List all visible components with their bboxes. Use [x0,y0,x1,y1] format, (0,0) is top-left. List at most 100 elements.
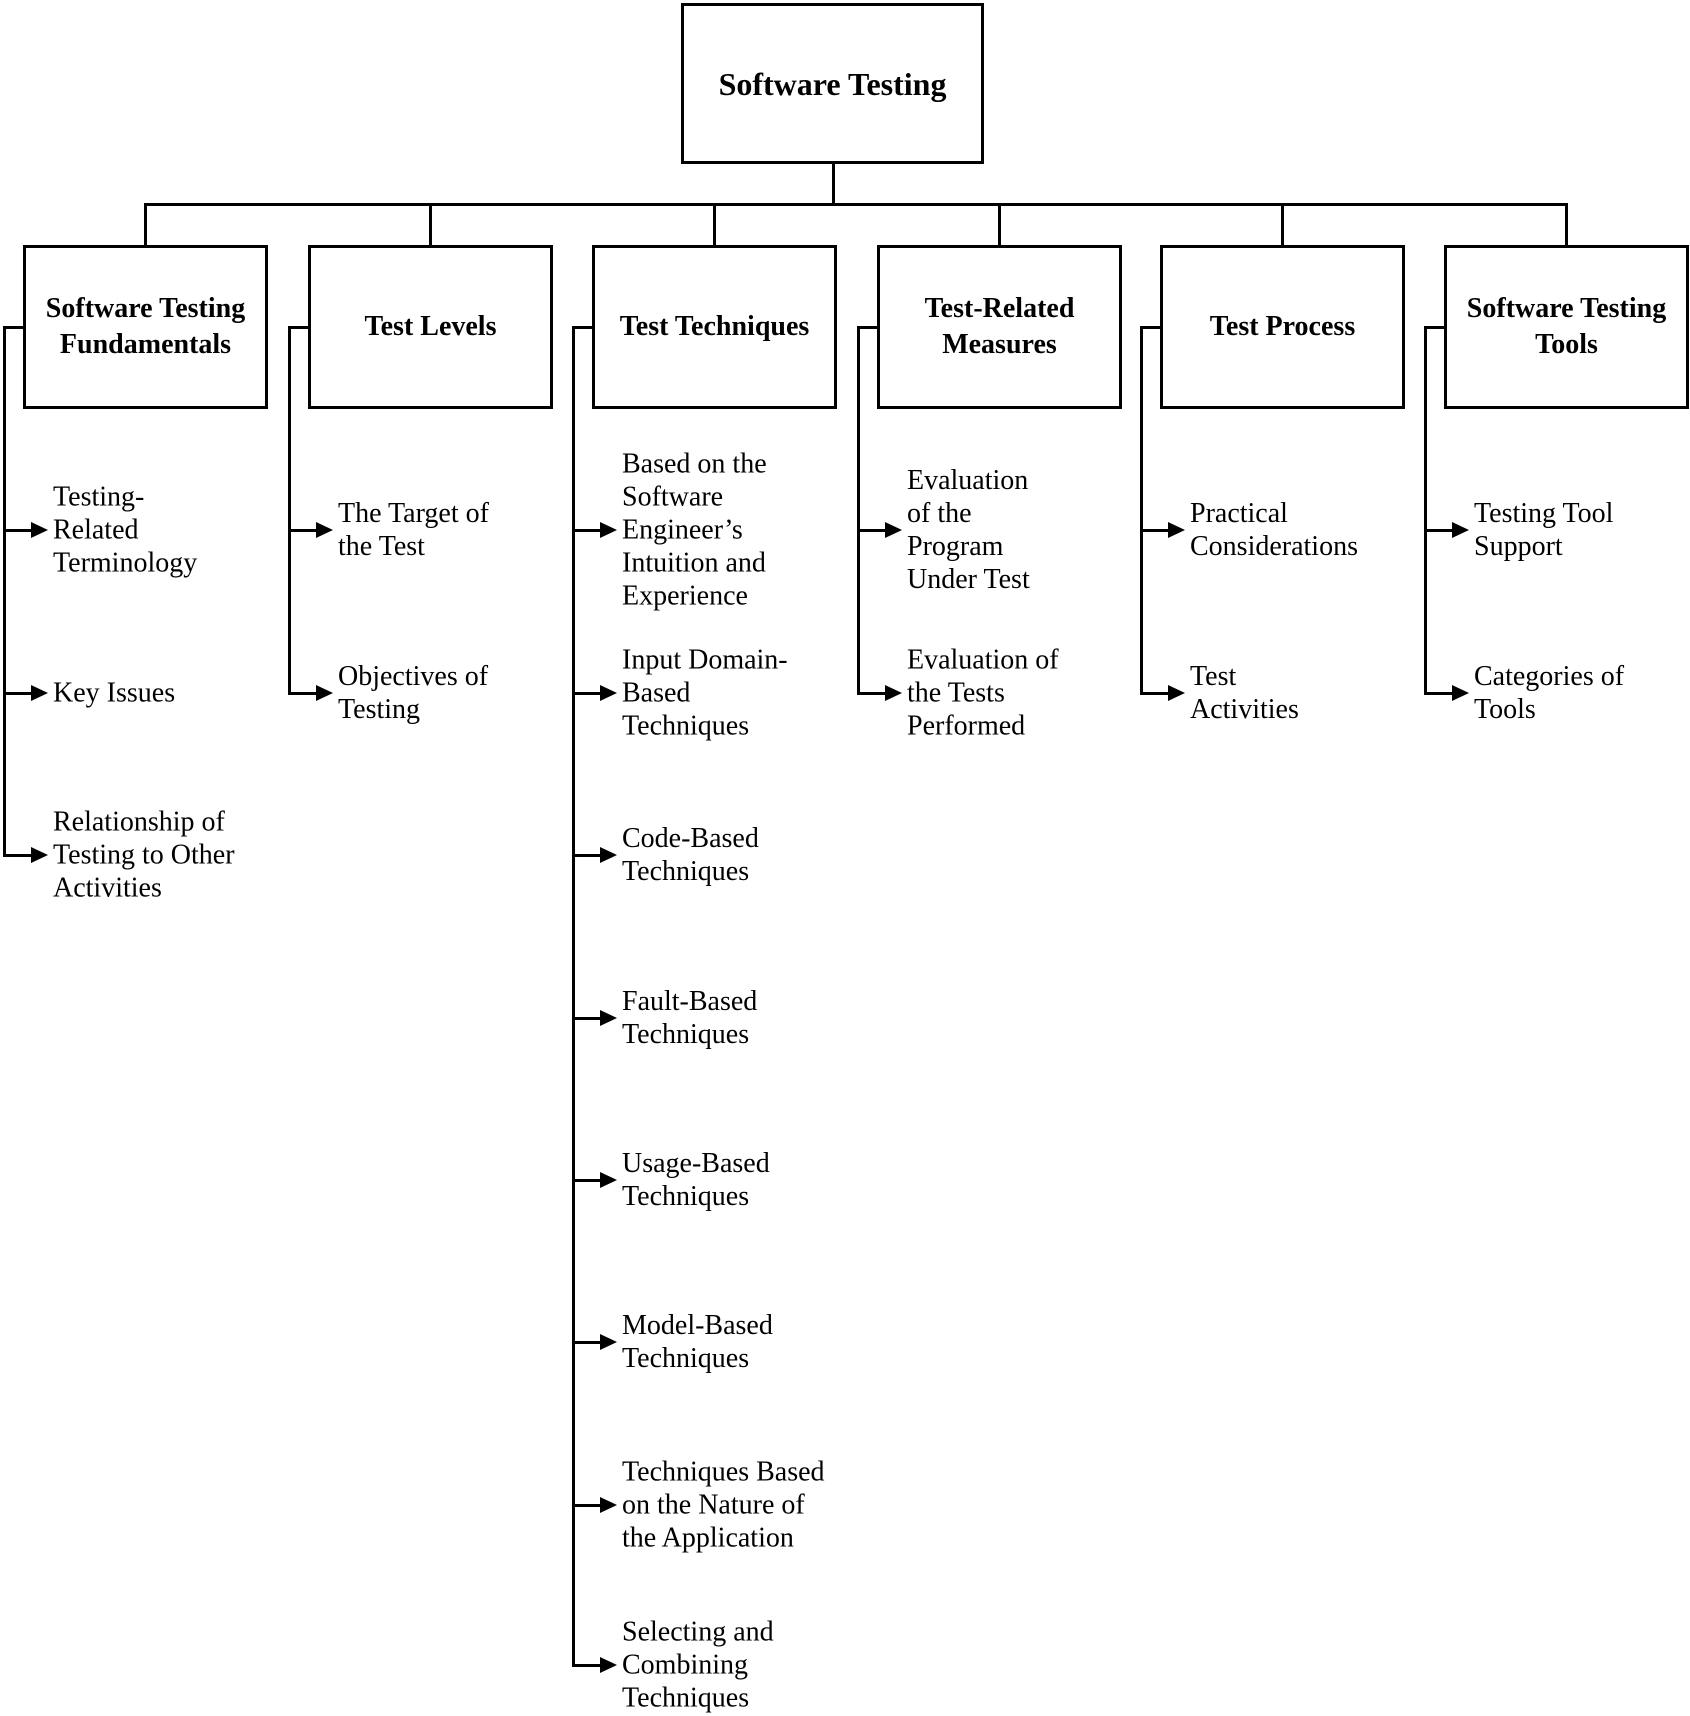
arrow-head-icon-objectives-of-testing [316,685,333,701]
spine-stub-line-test-levels [288,325,310,329]
arrow-head-icon-techniques-based-on-the-nature-of-the-application [600,1497,617,1513]
spine-line-test-techniques [572,325,575,1667]
arrow-head-icon-evaluation-of-the-program-under-test [885,522,902,538]
leaf-label-line: Evaluation of [907,644,1059,676]
arrow-head-icon-testing-related-terminology [31,522,48,538]
arrow-line-categories-of-tools [1424,691,1454,695]
node-heading-line: Test Levels [364,311,497,342]
arrow-head-icon-usage-based-techniques [600,1172,617,1188]
leaf-label-line: Related [53,514,139,546]
leaf-label-line: on the Nature of [622,1489,805,1521]
arrow-line-based-on-the-software-engineer-s-intuition-and-experience [572,528,602,532]
arrow-line-evaluation-of-the-tests-performed [857,691,887,695]
node-heading-line: Measures [942,329,1057,360]
node-heading-line: Software Testing [1466,293,1667,324]
leaf-label-line: Key Issues [53,677,176,709]
column-drop-line-5 [1565,203,1568,246]
leaf-label-line: Techniques Based [622,1456,825,1488]
leaf-label-line: Categories of [1474,661,1625,692]
leaf-label-line: Testing [338,694,421,725]
leaf-label-line: Selecting and [622,1616,774,1648]
arrow-head-icon-practical-considerations [1168,522,1185,538]
node-heading-line: Software Testing [45,293,246,324]
arrow-line-key-issues [3,691,33,695]
arrow-head-icon-the-target-of-the-test [316,522,333,538]
arrow-head-icon-selecting-and-combining-techniques [600,1657,617,1673]
leaf-label-line: Techniques [622,1019,750,1050]
spine-line-test-related-measures [857,325,860,695]
leaf-label-line: Tools [1474,694,1536,725]
leaf-label-line: the Test [338,531,425,562]
leaf-label-line: Relationship of [53,806,225,838]
arrow-line-testing-related-terminology [3,528,33,532]
arrow-head-icon-model-based-techniques [600,1334,617,1350]
arrow-line-practical-considerations [1140,528,1170,532]
node-heading-line: Test-Related [924,293,1075,324]
arrow-line-evaluation-of-the-program-under-test [857,528,887,532]
node-heading-line: Test Techniques [619,311,810,342]
spine-stub-line-test-techniques [572,325,594,329]
leaf-label-line: Techniques [622,1181,750,1212]
leaf-label-line: Intuition and [622,547,766,579]
leaf-label-line: Based on the [622,448,767,480]
column-drop-line-3 [998,203,1001,246]
leaf-label-line: Practical [1190,498,1288,529]
leaf-label-line: Evaluation [907,465,1029,496]
spine-line-test-process [1140,325,1143,695]
arrow-line-usage-based-techniques [572,1178,602,1182]
leaf-label-line: Usage-Based [622,1148,770,1179]
spine-line-software-testing-tools [1424,325,1427,695]
spine-stub-line-test-process [1140,325,1162,329]
arrow-line-objectives-of-testing [288,691,318,695]
node-test-levels: Test Levels [308,245,553,409]
spine-stub-line-software-testing-tools [1424,325,1446,329]
arrow-head-icon-fault-based-techniques [600,1010,617,1026]
leaf-label-line: Considerations [1190,531,1358,562]
arrow-head-icon-evaluation-of-the-tests-performed [885,685,902,701]
column-drop-line-4 [1281,203,1284,246]
root-drop-line [832,163,835,204]
spine-stub-line-test-related-measures [857,325,879,329]
spine-line-test-levels [288,325,291,695]
root-heading-line: Software Testing [718,65,947,102]
node-test-techniques: Test Techniques [592,245,837,409]
leaf-label-line: Program [907,531,1004,562]
leaf-label-line: Combining [622,1649,749,1681]
arrow-line-model-based-techniques [572,1340,602,1344]
arrow-head-icon-testing-tool-support [1452,522,1469,538]
leaf-label-line: Techniques [622,710,750,742]
leaf-label-line: Input Domain- [622,644,788,676]
top-bus-line [144,203,1568,206]
leaf-label-line: Engineer’s [622,514,743,546]
node-software-testing-root: Software Testing [681,3,984,164]
leaf-label-line: Techniques [622,1343,750,1374]
node-heading-line: Tools [1535,329,1598,360]
arrow-head-icon-test-activities [1168,685,1185,701]
spine-line-software-testing-fundamentals [3,325,6,857]
leaf-label-line: Testing- [53,481,145,513]
arrow-line-testing-tool-support [1424,528,1454,532]
arrow-head-icon-input-domain-based-techniques [600,685,617,701]
node-heading-line: Test Process [1209,311,1356,342]
leaf-label-line: Techniques [622,856,750,887]
leaf-label-line: Code-Based [622,823,759,854]
leaf-label-line: The Target of [338,498,489,529]
leaf-label-line: the Tests [907,677,1005,709]
